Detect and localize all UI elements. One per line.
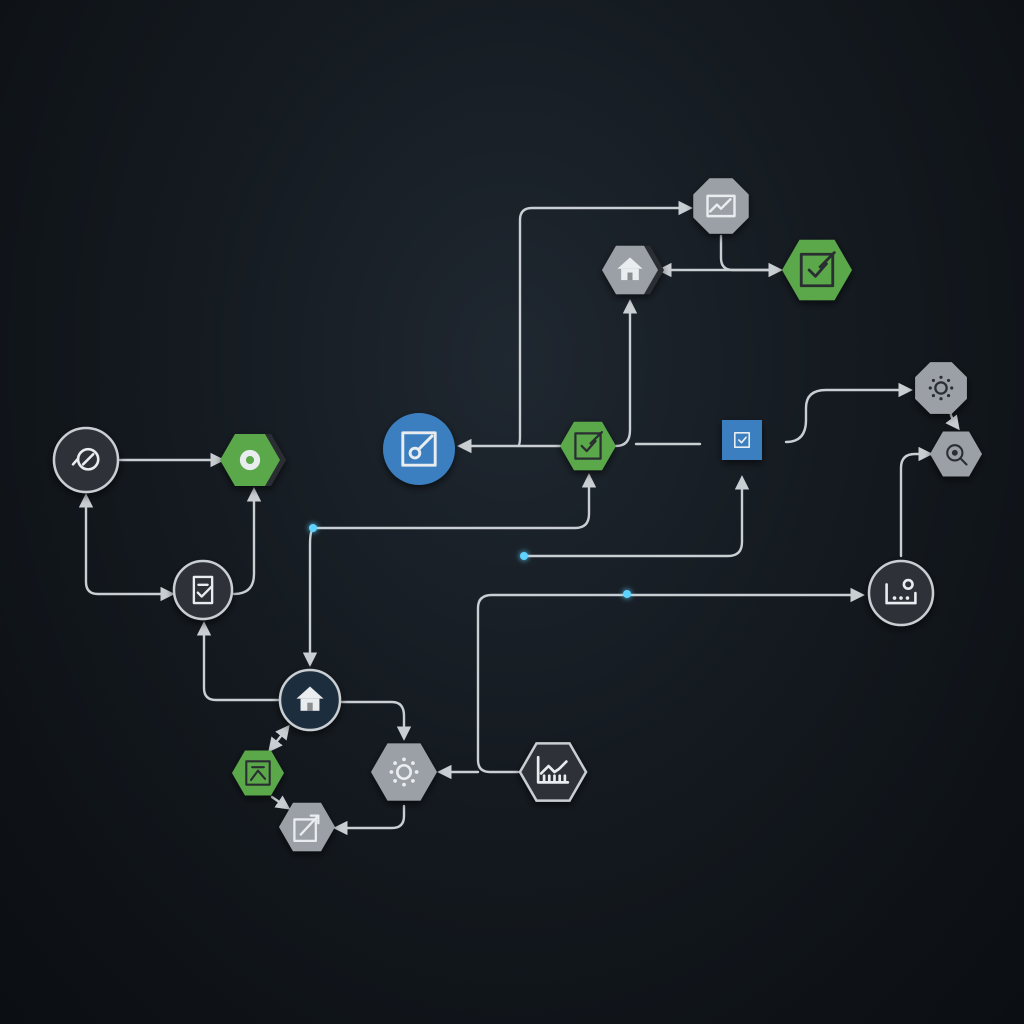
edge-pulse-to-analytics bbox=[522, 475, 750, 558]
ring-icon bbox=[239, 449, 261, 471]
node-compass-left[interactable] bbox=[52, 426, 120, 494]
edge-document-to-compass bbox=[78, 493, 175, 602]
edge-pulse-to-square bbox=[311, 473, 597, 530]
edge-analytics-to-search bbox=[899, 446, 933, 558]
home-icon bbox=[617, 257, 643, 281]
node-edit-blue[interactable] bbox=[383, 413, 455, 485]
pulse-left bbox=[309, 524, 317, 532]
search-icon bbox=[946, 444, 968, 466]
node-chart-top-shape bbox=[693, 178, 749, 234]
edge-square-to-settings bbox=[784, 382, 913, 444]
edge-map-to-export bbox=[270, 795, 291, 810]
pulses-layer bbox=[309, 524, 631, 598]
node-chart-top[interactable] bbox=[693, 178, 749, 234]
node-approve-green-shape bbox=[782, 239, 852, 301]
node-settings-right[interactable] bbox=[915, 362, 967, 414]
nodes-layer bbox=[52, 178, 982, 852]
checkbox-pencil-icon bbox=[574, 431, 603, 460]
compass-icon bbox=[71, 447, 100, 471]
node-home-hub[interactable] bbox=[278, 668, 342, 732]
home-icon bbox=[296, 686, 324, 711]
pulse-right bbox=[623, 590, 631, 598]
bar-graph-icon bbox=[536, 755, 570, 784]
gear-icon bbox=[389, 757, 419, 787]
node-home-top[interactable] bbox=[602, 245, 664, 295]
edit-square-icon bbox=[401, 431, 437, 467]
edge-hub-to-document bbox=[196, 621, 280, 702]
node-analytics-right-shape bbox=[867, 559, 935, 627]
edges-layer bbox=[78, 200, 960, 836]
image-chart-icon bbox=[885, 578, 917, 605]
node-export-bottom[interactable] bbox=[279, 802, 335, 852]
node-approve-green[interactable] bbox=[782, 239, 852, 301]
node-gear-hub[interactable] bbox=[371, 743, 437, 801]
edge-graph-to-gear bbox=[476, 587, 865, 774]
edge-pulse-to-hub bbox=[302, 528, 318, 667]
node-settings-right-shape bbox=[915, 362, 967, 414]
node-graph-bottom[interactable] bbox=[518, 742, 588, 802]
edge-settings-to-search bbox=[945, 410, 960, 431]
line-chart-icon bbox=[706, 194, 736, 218]
edge-gear-to-export bbox=[333, 804, 406, 836]
node-check-square[interactable] bbox=[722, 420, 762, 460]
checkbox-pencil-icon bbox=[799, 251, 836, 288]
document-icon bbox=[192, 575, 214, 605]
node-approve-center-shape bbox=[560, 421, 616, 471]
node-analytics-right[interactable] bbox=[867, 559, 935, 627]
pulse-center bbox=[520, 552, 528, 560]
node-document-left-shape bbox=[172, 559, 234, 621]
node-check-square-shape bbox=[722, 420, 762, 460]
gear-icon bbox=[928, 375, 954, 401]
node-link-green[interactable] bbox=[220, 434, 286, 486]
node-gear-hub-shape bbox=[371, 743, 437, 801]
node-document-left[interactable] bbox=[172, 559, 234, 621]
edge-center-to-home bbox=[614, 299, 638, 448]
node-map-green[interactable] bbox=[232, 750, 284, 796]
node-approve-center[interactable] bbox=[560, 421, 616, 471]
edge-center-to-chart bbox=[516, 200, 693, 448]
node-search-right[interactable] bbox=[930, 431, 982, 477]
node-map-green-shape bbox=[232, 750, 284, 796]
map-icon bbox=[245, 760, 271, 786]
export-icon bbox=[293, 814, 320, 842]
edge-hub-to-map bbox=[268, 724, 290, 753]
edge-document-to-link bbox=[232, 487, 262, 596]
edge-hub-to-gear bbox=[340, 700, 412, 741]
edge-chart-to-green bbox=[719, 234, 782, 272]
checkmark-icon bbox=[733, 431, 751, 449]
